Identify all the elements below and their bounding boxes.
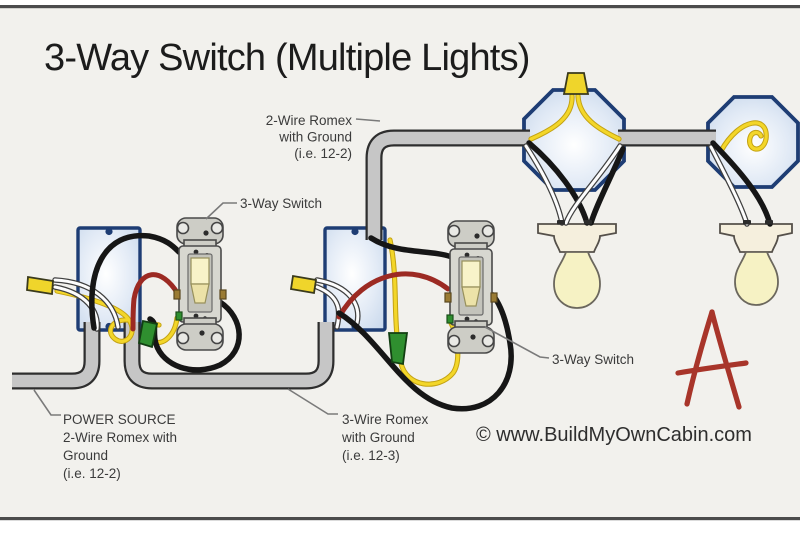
leader-line	[287, 388, 338, 415]
lamp-terminal	[584, 220, 592, 225]
terminal-screw-icon	[490, 292, 498, 303]
three-way-switch-2	[444, 220, 498, 354]
ground-wire	[719, 121, 768, 153]
neutral-wire	[53, 278, 120, 329]
neutral-wire	[524, 144, 564, 225]
page-title: 3-Way Switch (Multiple Lights)	[44, 37, 530, 79]
label-line: 2-Wire Romex with	[63, 430, 177, 445]
ground-screw-icon	[175, 311, 183, 321]
hot-wire	[526, 140, 590, 226]
mounting-hole-icon	[210, 221, 224, 235]
lamp-holder-1	[537, 223, 617, 253]
neutral-wire	[53, 285, 99, 331]
power-source-cable	[12, 322, 101, 390]
box-tab-icon	[351, 227, 359, 236]
ground-wire	[529, 94, 574, 141]
hot-wire	[588, 146, 626, 226]
label-power-source: POWER SOURCE 2-Wire Romex with Ground (i…	[63, 412, 177, 481]
wire-nut-icon	[137, 319, 159, 349]
three-way-switch-1	[173, 217, 227, 351]
leader-line	[33, 389, 61, 416]
lamp-terminal	[765, 220, 773, 225]
hot-wire	[710, 140, 773, 227]
light-box-2-wires	[708, 120, 773, 227]
label-line: (i.e. 12-2)	[63, 466, 121, 481]
two-wire-cable-to-light-1	[365, 129, 530, 240]
neutral-wire	[709, 145, 749, 226]
copyright-text: © www.BuildMyOwnCabin.com	[476, 424, 752, 446]
mounting-hole-icon	[176, 331, 190, 345]
wire-nut-icon	[388, 332, 409, 366]
label-line: (i.e. 12-2)	[294, 146, 352, 161]
three-wire-cable	[123, 322, 335, 390]
neutral-wire	[564, 144, 622, 225]
cable-clamp-icon	[289, 274, 318, 295]
leader-line	[484, 326, 550, 359]
hot-wire	[368, 235, 455, 260]
mounting-hole-icon	[176, 221, 190, 235]
cable-clamp-icon	[26, 275, 54, 296]
terminal-screw-icon	[173, 289, 181, 300]
lamp-holder-2	[719, 223, 793, 253]
bottom-rule	[0, 517, 800, 521]
mounting-hole-icon	[210, 331, 224, 345]
light-bulb-2	[734, 251, 779, 306]
lamp-fixture-2	[719, 223, 793, 306]
lamp-terminal	[557, 220, 565, 225]
mounting-hole-icon	[481, 334, 495, 348]
terminal-screw-icon	[444, 292, 452, 303]
mounting-hole-icon	[447, 334, 461, 348]
traveler-wire-red	[336, 271, 451, 320]
cable-clamp-icon	[562, 72, 590, 95]
ground-wire	[55, 289, 134, 343]
label-line: with Ground	[278, 130, 352, 145]
neutral-wire	[315, 285, 341, 329]
terminal-screw-icon	[219, 289, 227, 300]
label-two-wire-romex-top: 2-Wire Romex with Ground (i.e. 12-2)	[266, 113, 353, 161]
label-line: POWER SOURCE	[63, 412, 176, 427]
label-line: with Ground	[341, 430, 415, 445]
mounting-hole-icon	[481, 224, 495, 238]
lamp-terminal	[743, 220, 751, 225]
leader-line	[205, 202, 237, 220]
switch-toggle	[461, 260, 481, 288]
label-three-way-switch-1: 3-Way Switch	[240, 196, 322, 211]
label-line: Ground	[63, 448, 108, 463]
ground-wire	[576, 94, 621, 141]
label-line: (i.e. 12-3)	[342, 448, 400, 463]
traveler-wire-black	[336, 292, 514, 412]
leader-line	[355, 118, 381, 122]
grade-mark-a: A	[675, 309, 749, 410]
ground-screw-icon	[446, 314, 454, 324]
label-three-wire-romex: 3-Wire Romex with Ground (i.e. 12-3)	[341, 412, 429, 463]
light-bulb-1	[553, 251, 601, 309]
box-tab-icon	[105, 227, 113, 236]
romex-cables	[12, 129, 716, 390]
light-box-1-wires	[523, 93, 626, 226]
traveler-wire-red	[130, 272, 181, 332]
switch-toggle	[190, 257, 210, 285]
hot-wire	[89, 232, 182, 331]
mounting-hole-icon	[447, 224, 461, 238]
lamp-fixture-1	[537, 223, 617, 309]
label-three-way-switch-2: 3-Way Switch	[552, 352, 634, 367]
label-line: 3-Wire Romex	[342, 412, 429, 427]
box-2-wires	[314, 235, 514, 412]
top-rule	[0, 5, 800, 9]
label-line: 2-Wire Romex	[266, 113, 353, 128]
